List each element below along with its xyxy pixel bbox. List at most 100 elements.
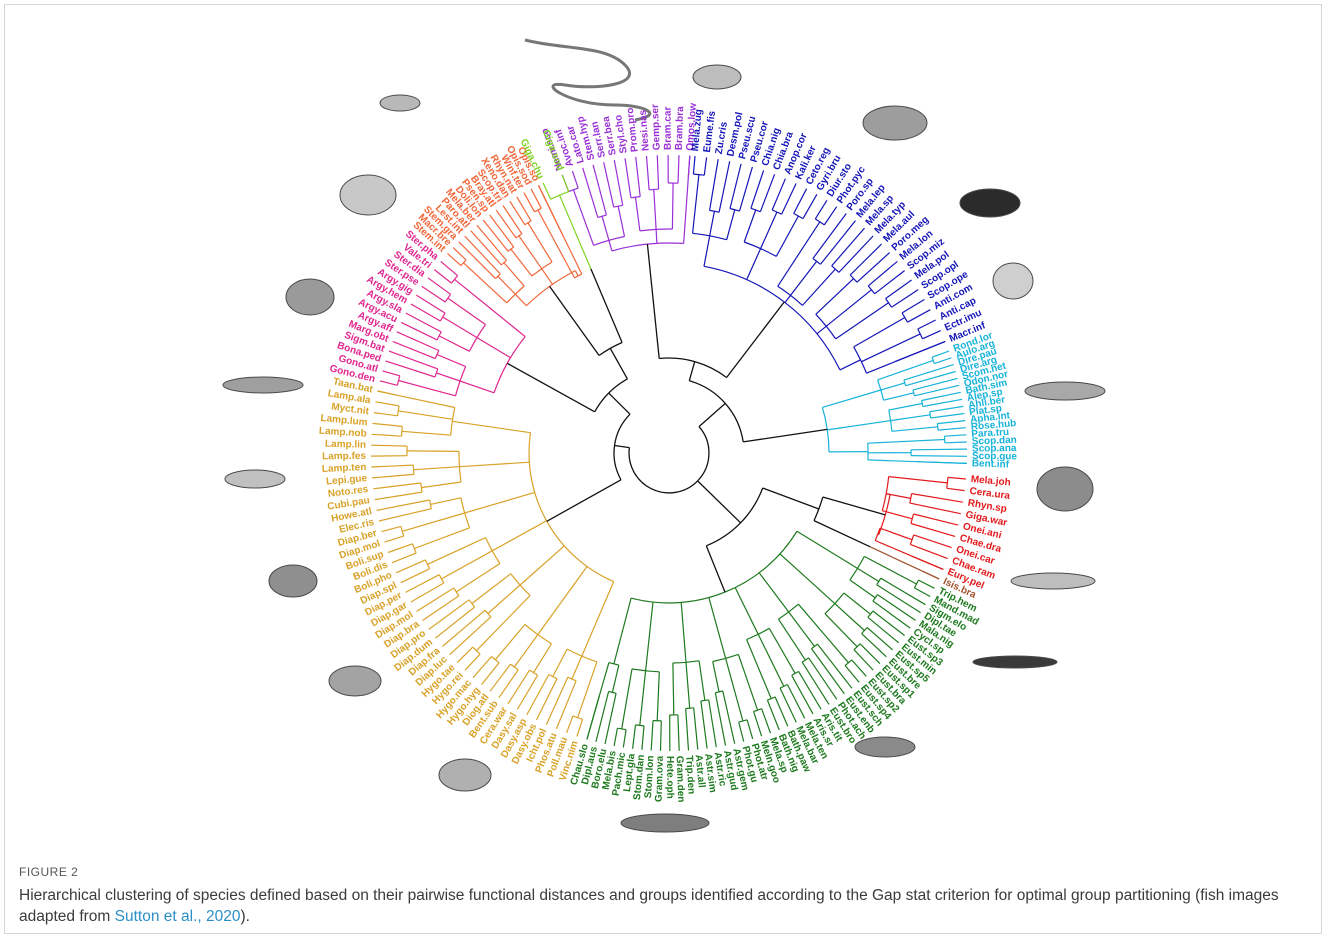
branch-segment xyxy=(381,525,402,533)
branch-segment xyxy=(371,473,414,479)
figure-caption: FIGURE 2 Hierarchical clustering of spec… xyxy=(19,865,1309,927)
branch-segment xyxy=(613,159,624,206)
branch-segment xyxy=(400,568,430,584)
branch-segment xyxy=(487,584,521,614)
branch-segment xyxy=(839,359,861,371)
branch-segment xyxy=(888,476,948,484)
branch-segment xyxy=(688,361,696,381)
branch-segment xyxy=(545,676,569,725)
branch-segment xyxy=(677,714,680,751)
branch-segment xyxy=(813,520,871,548)
branch-arc xyxy=(801,657,810,663)
branch-segment xyxy=(571,170,579,189)
branch-segment xyxy=(495,209,517,239)
branch-arc xyxy=(706,487,764,547)
branch-segment xyxy=(793,188,808,214)
branch-segment xyxy=(921,391,961,402)
branch-segment xyxy=(463,262,508,304)
branch-segment xyxy=(400,321,438,341)
branch-segment xyxy=(831,227,865,267)
tip-label: Plat.sp xyxy=(969,403,1003,418)
branch-segment xyxy=(907,309,931,323)
branch-segment xyxy=(459,461,530,468)
branch-arc xyxy=(628,447,699,494)
branch-segment xyxy=(708,699,717,748)
branch-segment xyxy=(537,209,576,279)
branch-segment xyxy=(574,270,579,277)
branch-segment xyxy=(918,579,935,589)
branch-arc xyxy=(750,207,761,213)
branch-segment xyxy=(414,527,470,550)
branch-arc xyxy=(778,603,799,620)
caption-text: Hierarchical clustering of species defin… xyxy=(19,885,1309,927)
branch-segment xyxy=(929,405,964,413)
branch-segment xyxy=(491,520,547,552)
branch-segment xyxy=(894,340,946,363)
branch-arc xyxy=(574,273,583,279)
branch-segment xyxy=(617,206,626,237)
branch-segment xyxy=(572,189,595,246)
branch-segment xyxy=(796,530,858,569)
branch-segment xyxy=(452,247,467,261)
branch-arc xyxy=(429,499,432,509)
fish-illustration-9 xyxy=(1024,381,1106,401)
fish-illustration-2 xyxy=(692,64,742,90)
branch-arc xyxy=(874,527,881,541)
branch-arc xyxy=(814,218,825,226)
branch-segment xyxy=(815,278,855,315)
branch-segment xyxy=(645,602,654,671)
branch-segment xyxy=(859,643,881,665)
branch-arc xyxy=(917,328,924,340)
branch-segment xyxy=(476,337,511,359)
branch-arc xyxy=(613,204,623,208)
branch-arc xyxy=(877,379,885,401)
branch-segment xyxy=(603,162,615,208)
branch-segment xyxy=(788,611,815,647)
branch-arc xyxy=(534,207,542,213)
branch-segment xyxy=(725,658,744,722)
branch-segment xyxy=(922,330,941,340)
branch-arc xyxy=(608,662,619,666)
branch-segment xyxy=(614,444,630,449)
branch-segment xyxy=(510,248,533,277)
branch-arc xyxy=(468,599,476,608)
branch-arc xyxy=(779,683,788,689)
branch-segment xyxy=(385,360,436,378)
branch-segment xyxy=(482,219,509,252)
tip-label: Gram.ova xyxy=(654,755,666,802)
branch-segment xyxy=(802,194,818,219)
branch-segment xyxy=(650,720,654,751)
branch-segment xyxy=(685,708,690,751)
branch-segment xyxy=(684,177,689,221)
branch-segment xyxy=(392,340,436,360)
branch-segment xyxy=(877,594,916,621)
branch-arc xyxy=(597,214,607,219)
branch-segment xyxy=(449,616,492,656)
branch-segment xyxy=(378,508,432,522)
fish-illustration-ribbon-eel xyxy=(524,38,652,122)
branch-arc xyxy=(831,265,840,273)
branch-segment xyxy=(825,289,872,327)
branch-segment xyxy=(436,353,466,368)
branch-segment xyxy=(856,252,891,283)
branch-segment xyxy=(866,627,894,651)
branch-segment xyxy=(421,481,462,489)
citation-link[interactable]: Sutton et al., 2020 xyxy=(114,908,241,925)
branch-segment xyxy=(910,448,968,451)
branch-segment xyxy=(867,459,917,463)
branch-arc xyxy=(608,690,617,694)
branch-arc xyxy=(777,285,803,306)
branch-segment xyxy=(880,577,926,606)
branch-segment xyxy=(413,466,460,471)
branch-arc xyxy=(872,594,878,602)
branch-segment xyxy=(761,708,772,734)
branch-segment xyxy=(849,579,876,599)
branch-segment xyxy=(922,398,963,408)
branch-segment xyxy=(886,493,911,499)
caption-text-end: ). xyxy=(240,908,250,925)
branch-segment xyxy=(371,464,414,468)
branch-segment xyxy=(506,362,596,413)
branch-segment xyxy=(827,420,891,431)
branch-segment xyxy=(762,487,820,510)
branch-segment xyxy=(586,695,601,740)
